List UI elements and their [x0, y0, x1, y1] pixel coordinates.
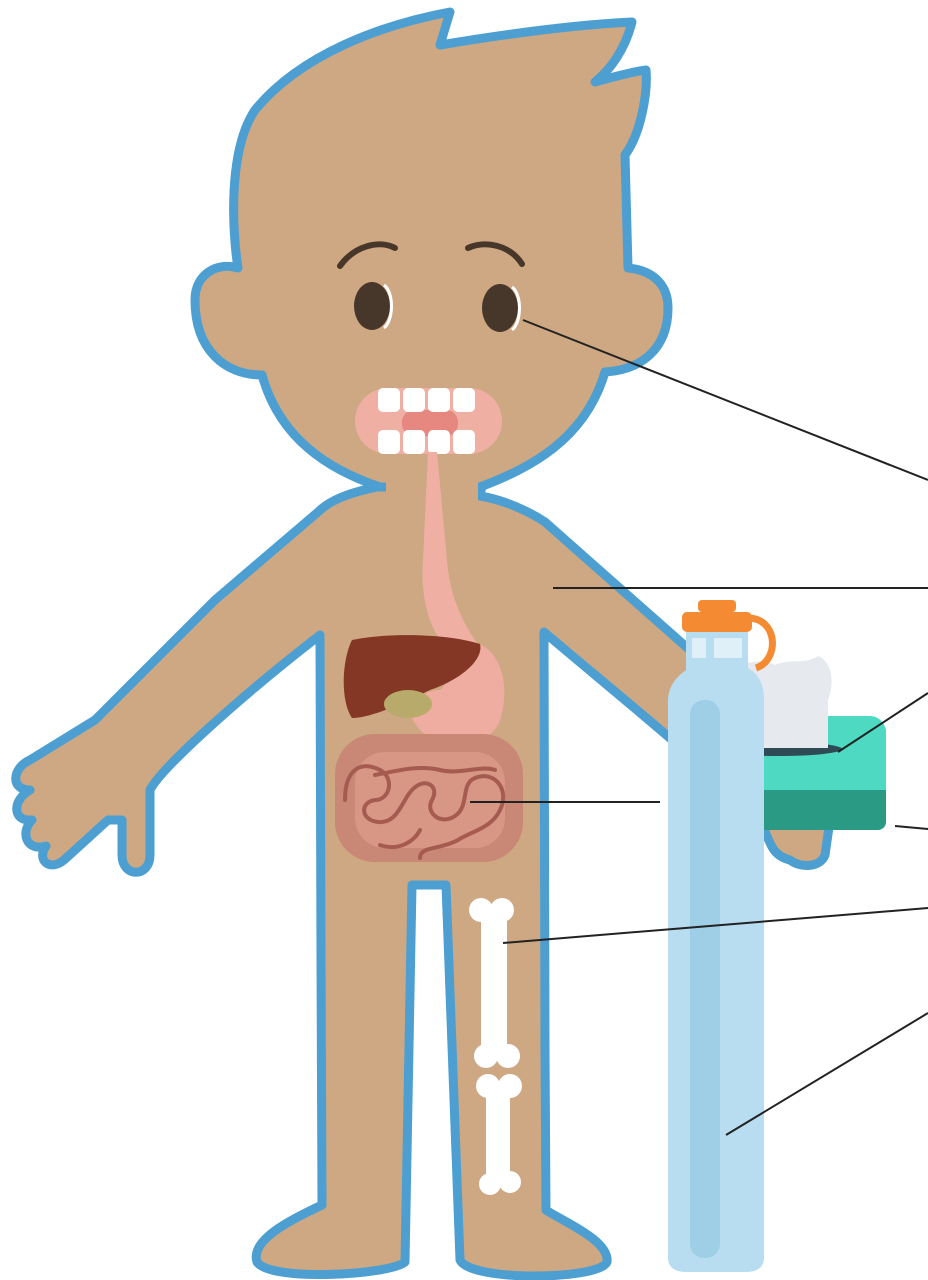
bottle-neck-glare-2 — [714, 638, 742, 658]
right-eye — [482, 284, 518, 332]
bottle-stripe — [690, 700, 720, 1258]
water-bottle — [668, 600, 772, 1272]
gallbladder — [384, 690, 432, 718]
left-eye — [354, 282, 390, 330]
bottle-cap-top — [698, 600, 736, 612]
bottle-cap — [682, 612, 752, 632]
bottle-neck-glare — [692, 638, 706, 658]
leader-line-box — [895, 826, 928, 829]
